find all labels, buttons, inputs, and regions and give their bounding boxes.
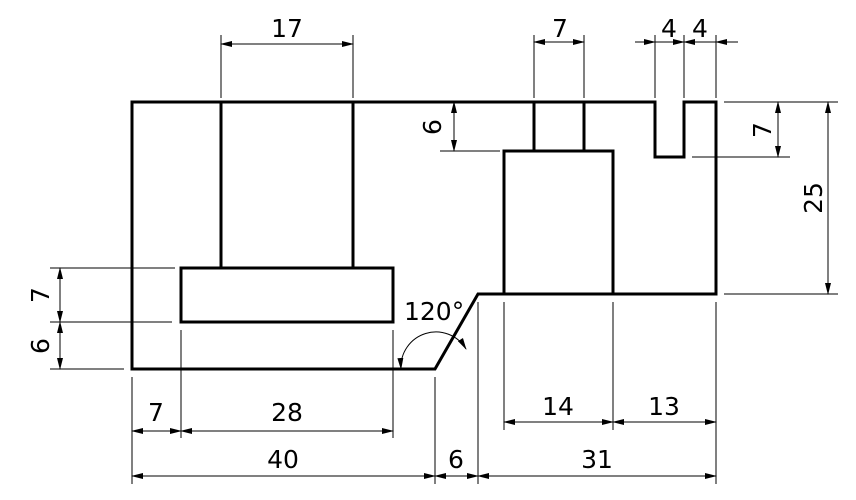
label-top-7: 7 xyxy=(552,14,568,43)
label-notch-7: 7 xyxy=(748,122,777,138)
label-28: 28 xyxy=(271,398,303,427)
label-bottom-7: 7 xyxy=(148,398,164,427)
label-groove-6: 6 xyxy=(418,119,447,135)
label-left-6: 6 xyxy=(26,338,55,354)
label-40: 40 xyxy=(267,445,299,474)
horizontal-slot xyxy=(179,266,395,324)
label-bottom-6: 6 xyxy=(448,445,464,474)
extension-lines xyxy=(50,35,838,484)
label-25: 25 xyxy=(799,182,828,214)
part-outline-group xyxy=(130,100,718,371)
label-4-left: 4 xyxy=(661,14,677,43)
dimension-labels: 17 7 4 4 6 7 25 7 6 7 28 14 13 40 6 31 1… xyxy=(26,14,828,474)
label-left-7: 7 xyxy=(26,287,55,303)
label-17: 17 xyxy=(271,14,303,43)
label-31: 31 xyxy=(581,445,613,474)
label-angle-120: 120° xyxy=(404,297,464,326)
pocket xyxy=(502,149,615,296)
dimension-lines xyxy=(57,39,831,479)
angle-arc-120 xyxy=(397,331,467,370)
label-14: 14 xyxy=(542,392,574,421)
label-4-right: 4 xyxy=(692,14,708,43)
part-outline xyxy=(130,100,718,371)
label-13: 13 xyxy=(648,392,680,421)
